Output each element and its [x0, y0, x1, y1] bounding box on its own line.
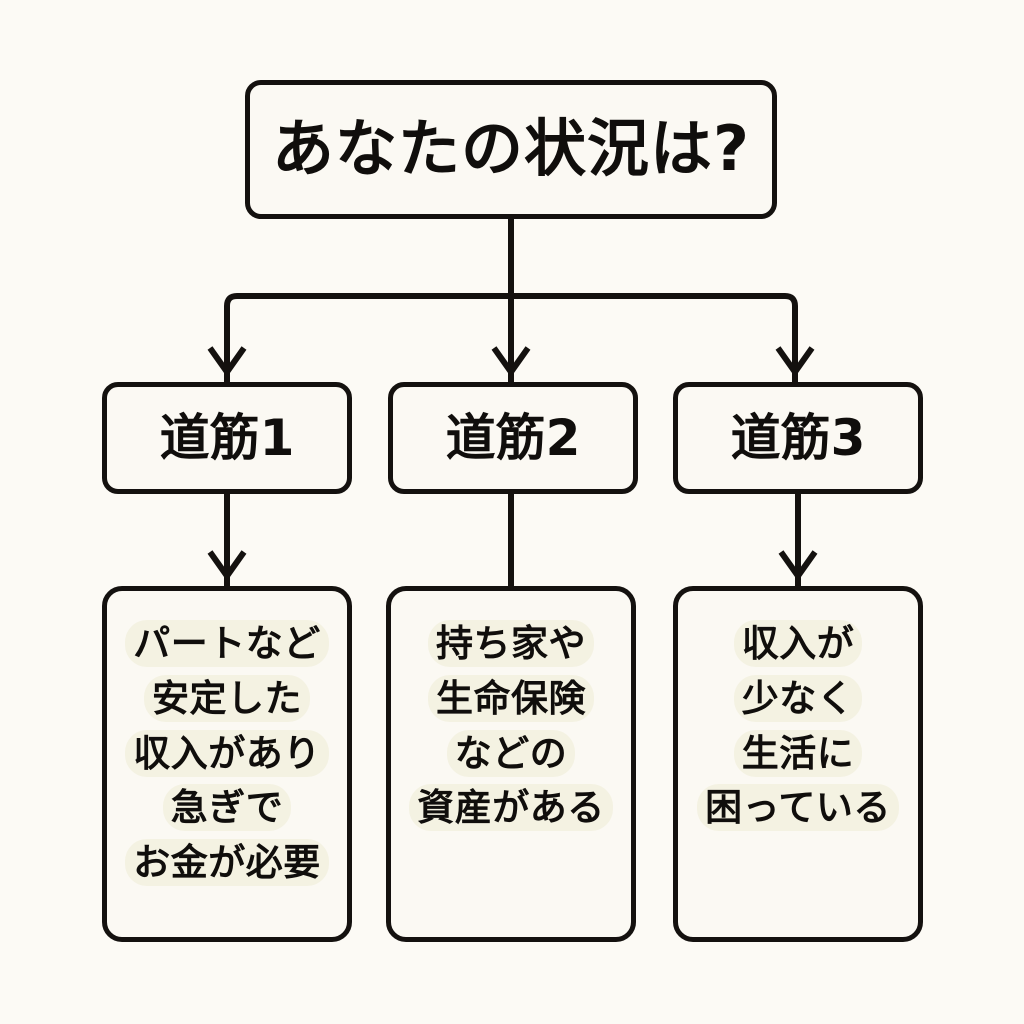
- node-path-3[interactable]: 道筋3: [673, 382, 923, 494]
- connector-bus: [224, 293, 798, 382]
- node-detail-3-label: 収入が 少なく 生活に 困っている: [697, 620, 899, 832]
- arrowhead-bus-to-path-3: [775, 346, 815, 375]
- arrowhead-path-1-to-detail-1: [207, 550, 247, 579]
- node-path-1[interactable]: 道筋1: [102, 382, 352, 494]
- node-detail-3[interactable]: 収入が 少なく 生活に 困っている: [673, 586, 923, 942]
- node-detail-1[interactable]: パートなど 安定した 収入があり 急ぎで お金が必要: [102, 586, 352, 942]
- node-detail-2-label: 持ち家や 生命保険 などの 資産がある: [409, 620, 613, 832]
- node-path-1-label: 道筋1: [159, 408, 295, 467]
- node-detail-1-label: パートなど 安定した 収入があり 急ぎで お金が必要: [125, 620, 329, 886]
- node-path-2-label: 道筋2: [445, 408, 581, 467]
- node-path-2[interactable]: 道筋2: [388, 382, 638, 494]
- node-path-3-label: 道筋3: [730, 408, 866, 467]
- node-root-label: あなたの状況は?: [272, 112, 750, 186]
- node-detail-3-body: 収入が 少なく 生活に 困っている: [678, 617, 918, 836]
- arrowhead-path-3-to-detail-3: [778, 550, 818, 579]
- node-detail-2-body: 持ち家や 生命保険 などの 資産がある: [391, 617, 631, 836]
- node-detail-1-body: パートなど 安定した 収入があり 急ぎで お金が必要: [107, 617, 347, 891]
- node-detail-2[interactable]: 持ち家や 生命保険 などの 資産がある: [386, 586, 636, 942]
- node-root-question[interactable]: あなたの状況は?: [245, 80, 777, 219]
- arrowhead-bus-to-path-2: [491, 346, 531, 375]
- arrowhead-bus-to-path-1: [207, 346, 247, 375]
